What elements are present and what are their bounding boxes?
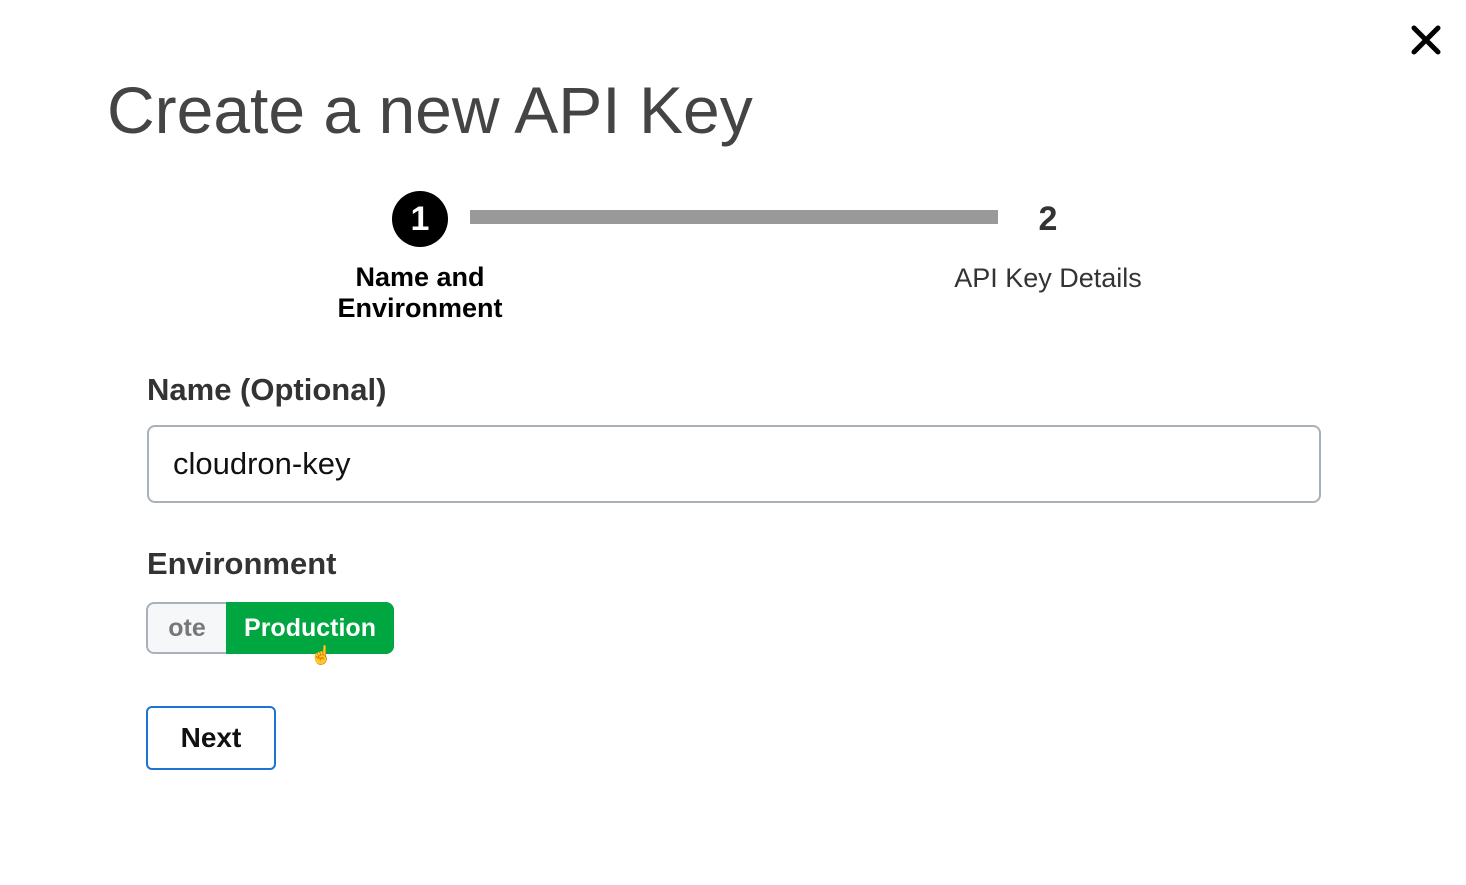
environment-label: Environment xyxy=(147,546,337,581)
step-2-label: API Key Details xyxy=(954,263,1142,293)
step-2-indicator: 2 xyxy=(1038,200,1058,238)
environment-toggle: ote Production xyxy=(146,602,394,654)
hand-cursor-icon: ☝ xyxy=(310,645,333,665)
close-button[interactable] xyxy=(1406,20,1446,60)
name-input[interactable] xyxy=(147,425,1321,503)
next-button[interactable]: Next xyxy=(146,706,276,770)
close-icon xyxy=(1411,25,1441,55)
environment-option-production[interactable]: Production xyxy=(226,602,394,654)
name-label: Name (Optional) xyxy=(147,372,387,407)
environment-option-ote[interactable]: ote xyxy=(146,602,226,654)
step-1-indicator: 1 xyxy=(392,191,448,247)
page-title: Create a new API Key xyxy=(107,73,753,147)
step-progress-bar xyxy=(470,210,998,224)
